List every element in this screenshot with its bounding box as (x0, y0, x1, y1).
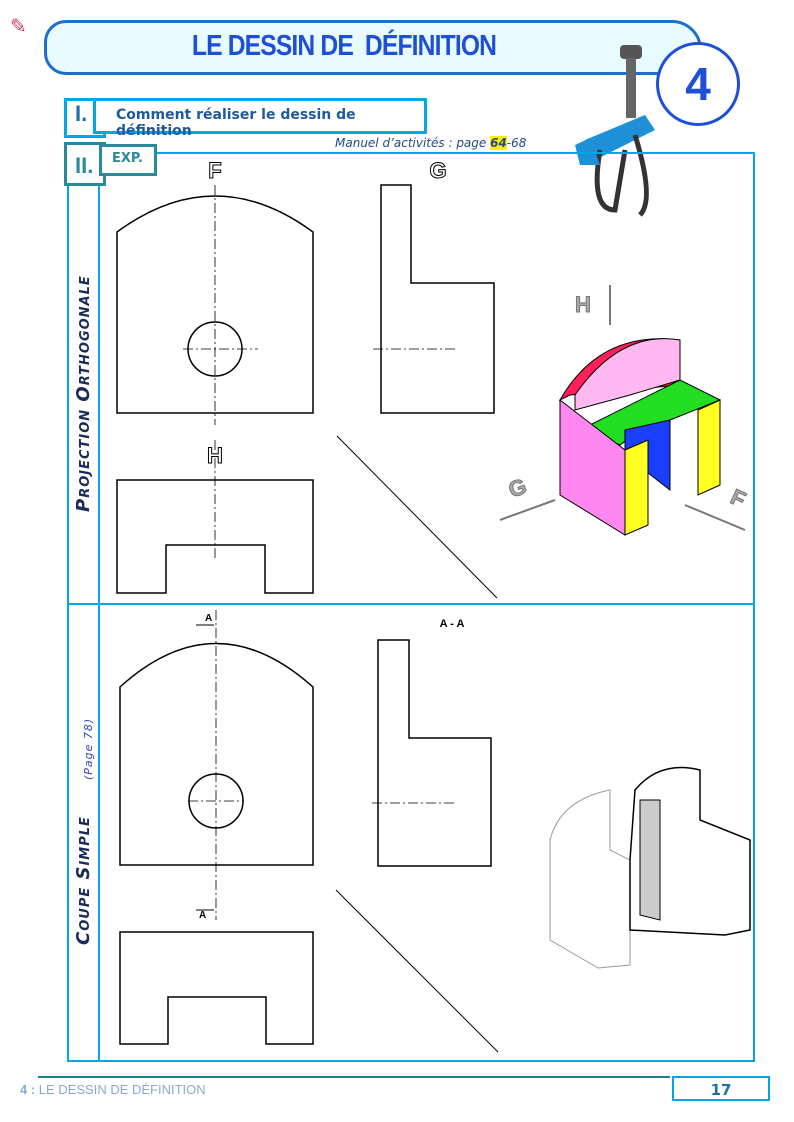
section-view-a-a (372, 639, 492, 867)
section-label: A - A (440, 618, 465, 630)
side-view (373, 184, 495, 414)
isometric-section-part (549, 766, 751, 969)
front-view (116, 185, 314, 425)
view-label-g: G (429, 158, 446, 183)
view-label-f: F (208, 158, 221, 183)
iso-arrow-label-f: F (727, 484, 750, 512)
miter-line (336, 435, 498, 599)
row-divider (67, 603, 755, 605)
footer-divider (38, 1076, 670, 1078)
top-view (116, 440, 314, 594)
view-arrows (499, 285, 746, 531)
clamp-tool-image (575, 45, 655, 217)
manual-reference: Manuel d’activités : page 64-68 (335, 136, 526, 150)
iso-arrow-label-h: H (575, 292, 591, 317)
manual-page-highlight: 64 (490, 136, 507, 150)
pencil-icon: ✎ (10, 14, 27, 38)
cut-label-top: A (205, 613, 212, 624)
column-divider (98, 152, 100, 1062)
view-label-h: H (207, 443, 223, 468)
section-1-title: Comment réaliser le dessin de définition (93, 98, 427, 139)
chapter-number: 4 (656, 42, 740, 126)
section-top-view (119, 931, 314, 1045)
manual-prefix: Manuel d’activités : page (335, 136, 491, 150)
content-frame (67, 152, 755, 1062)
iso-arrow-label-g: G (505, 473, 530, 502)
footer-chapter: 4 : LE DESSIN DE DÉFINITION (20, 1082, 206, 1097)
page-number: 17 (672, 1076, 770, 1101)
miter-line-2 (335, 889, 499, 1053)
manual-suffix: -68 (506, 136, 527, 150)
isometric-colored-part (558, 338, 722, 536)
footer-title: LE DESSIN DE DÉFINITION (38, 1082, 206, 1097)
cut-label-bottom: A (199, 910, 206, 921)
exp-tag: EXP. (99, 144, 157, 176)
page-title: LE DESSIN DE DÉFINITION (191, 30, 497, 62)
section-front-view (119, 610, 314, 920)
footer-prefix: 4 : (20, 1082, 36, 1097)
